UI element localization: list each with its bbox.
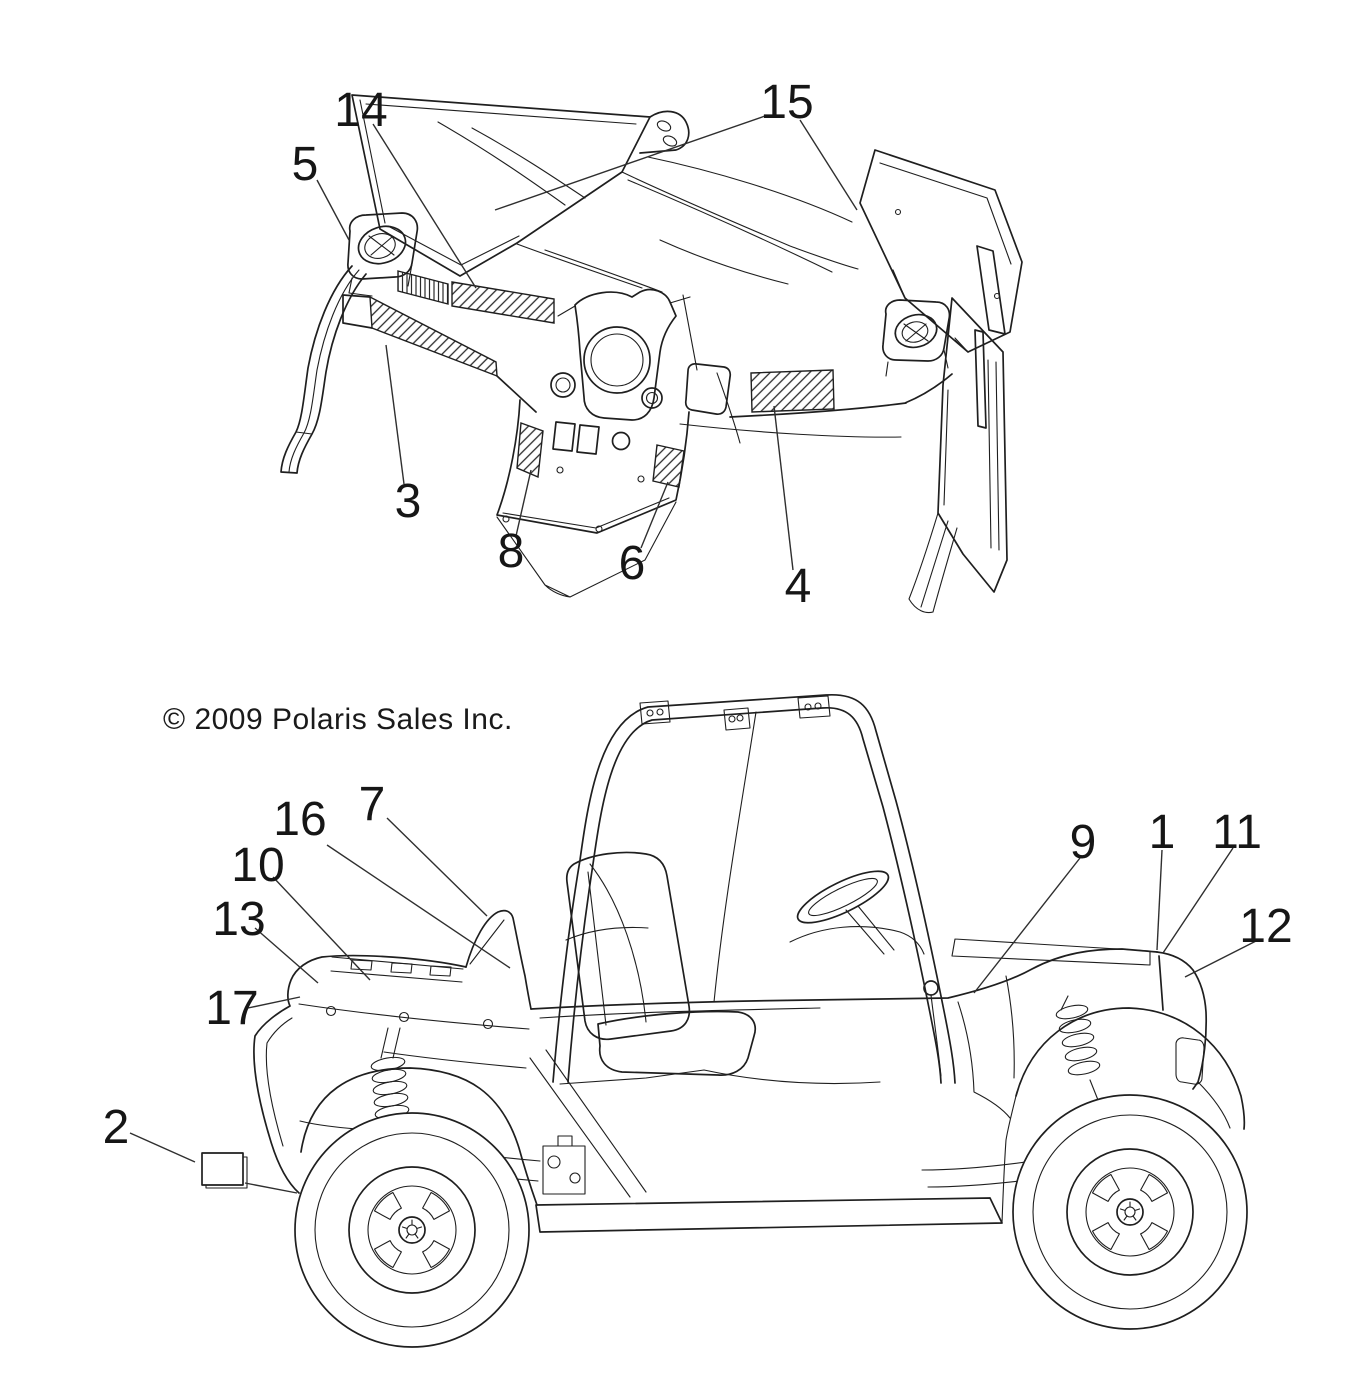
decal-area-console-left (516, 422, 544, 479)
leader-lines (129, 115, 1259, 1194)
center-console (496, 399, 690, 598)
frame-bracket (529, 1049, 647, 1198)
rear-wheel (1012, 1094, 1248, 1330)
rear-fender (951, 938, 1246, 1224)
decal-area-console-right (652, 444, 685, 488)
leader-line-13 (254, 927, 319, 984)
gauge-pod (557, 288, 691, 421)
leader-line-7 (386, 817, 488, 917)
hood-hinge-tab (639, 110, 690, 154)
rear-tire (1012, 1094, 1248, 1330)
leader-line-15 (799, 119, 858, 211)
leader-line-15 (494, 115, 766, 211)
leader-line-3 (385, 344, 405, 485)
dash-panel (342, 270, 953, 444)
glovebox-opening (684, 362, 732, 416)
steering-and-controls (789, 870, 942, 1077)
front-wheel (294, 1112, 530, 1348)
cab-body (530, 948, 1158, 1233)
leader-line-6 (640, 481, 669, 549)
side-view-diagram (201, 694, 1248, 1348)
cowl-lines (516, 171, 859, 293)
console-switch-cutouts (552, 421, 600, 455)
roll-cage (552, 694, 956, 1084)
leader-line-4 (773, 405, 794, 571)
front-hub (398, 1216, 426, 1244)
hood-panel (351, 94, 651, 277)
leader-line-11 (1162, 847, 1234, 954)
right-fender-assembly (908, 297, 1008, 614)
decal-area-vent-strip (397, 270, 449, 305)
decal-area-right-dash (750, 369, 835, 413)
taillight-pocket (1175, 1037, 1205, 1085)
bed-rail (951, 938, 1151, 966)
cover-vent-slot (976, 245, 1006, 335)
steering-wheel (796, 870, 890, 924)
gauge-circle (583, 326, 651, 394)
front-rim (348, 1166, 476, 1294)
leader-line-2 (244, 1182, 298, 1194)
left-headlight-ring (357, 225, 407, 265)
shifter-knob (923, 980, 939, 996)
leader-line-17 (247, 996, 301, 1009)
front-tire (294, 1112, 530, 1348)
seat-cushion (597, 1010, 757, 1076)
rear-cover-panel (859, 149, 1023, 353)
leader-line-5 (316, 179, 350, 241)
front-wheel-arch (300, 1067, 538, 1206)
leader-line-12 (1184, 939, 1259, 978)
rear-rim (1066, 1148, 1194, 1276)
fender-slot (974, 329, 987, 429)
rear-hub (1116, 1198, 1144, 1226)
leader-line-1 (1156, 849, 1163, 951)
engine-bay-lines (627, 156, 853, 285)
leader-line-10 (272, 876, 371, 981)
leader-line-16 (326, 844, 511, 969)
cowl (465, 909, 532, 1010)
leader-line-8 (515, 469, 532, 537)
left-fender-blade (280, 265, 367, 474)
console-knob (611, 431, 631, 451)
warning-decal (201, 1152, 248, 1189)
right-headlight-ring (894, 313, 938, 349)
right-headlight-pod (882, 299, 951, 377)
dash-knob-left (550, 372, 576, 398)
leader-line-9 (973, 857, 1081, 994)
leader-line-2 (129, 1132, 196, 1163)
fender-decal-strip (350, 959, 452, 977)
leader-line-14 (372, 123, 477, 289)
cage-brackets (639, 695, 831, 731)
front-fender-and-hood (253, 909, 538, 1206)
front-clip-diagram (280, 94, 1023, 614)
decal-area-center-dash (451, 281, 555, 324)
rear-wheel-arch (1015, 1007, 1246, 1130)
seat (565, 851, 757, 1076)
